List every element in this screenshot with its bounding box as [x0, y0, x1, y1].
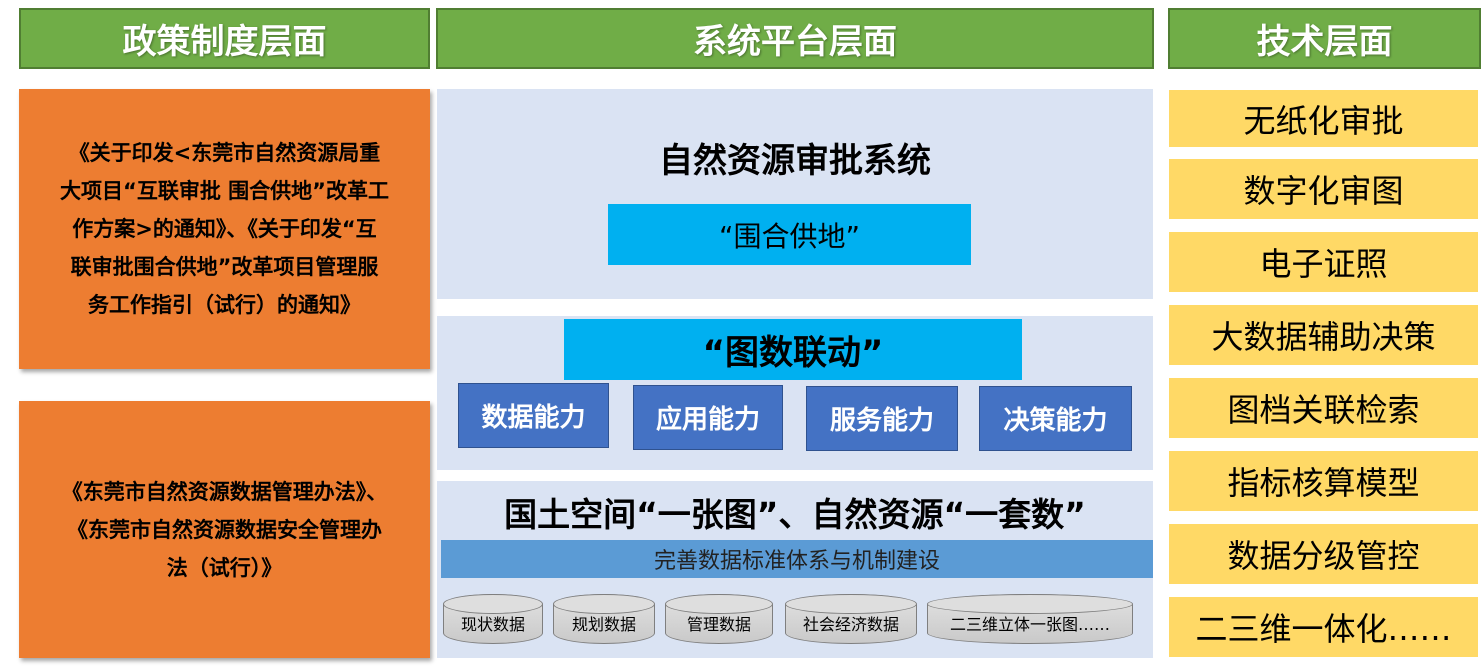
standard-system-bar: 完善数据标准体系与机制建设 — [441, 540, 1153, 578]
database-label: 规划数据 — [571, 615, 636, 634]
database-label: 社会经济数据 — [802, 615, 899, 634]
header-policy: 政策制度层面 — [19, 8, 430, 69]
base-data-title: 国土空间“一张图”、自然资源“一套数” — [504, 495, 1086, 534]
database-management: 管理数据 — [665, 594, 773, 644]
policy-line: 《东莞市自然资源数据管理办法》、 — [61, 479, 388, 504]
approval-system-panel — [437, 89, 1153, 299]
policy-line: 务工作指引（试行）的通知》 — [87, 293, 361, 317]
policy-line: 作方案>的通知》、《关于印发“互 — [72, 217, 377, 241]
policy-line: 《关于印发<东莞市自然资源局重 — [68, 141, 381, 165]
database-planning: 规划数据 — [553, 594, 655, 644]
tech-item: 图档关联检索 — [1169, 378, 1478, 438]
approval-system-title: 自然资源审批系统 — [659, 140, 931, 181]
ability-service: 服务能力 — [806, 386, 958, 451]
tech-item: 数据分级管控 — [1169, 524, 1478, 584]
policy-box-data-management: 《东莞市自然资源数据管理办法》、 《东莞市自然资源数据安全管理办 法（试行）》 — [19, 401, 430, 658]
ability-decision: 决策能力 — [979, 386, 1132, 451]
tech-item: 指标核算模型 — [1169, 451, 1478, 511]
database-label: 二三维立体一张图…… — [949, 615, 1110, 634]
database-current: 现状数据 — [443, 594, 543, 644]
header-tech: 技术层面 — [1168, 8, 1481, 69]
database-socioeconomic: 社会经济数据 — [785, 594, 917, 644]
tech-item: 无纸化审批 — [1169, 90, 1478, 147]
database-2d3d-map: 二三维立体一张图…… — [927, 594, 1133, 644]
tech-item: 电子证照 — [1169, 232, 1478, 292]
ability-application: 应用能力 — [633, 385, 783, 450]
tech-item: 二三维一体化…… — [1169, 597, 1478, 657]
enclosed-land-supply-box: “围合供地” — [608, 204, 971, 265]
tech-item: 数字化审图 — [1169, 159, 1478, 219]
database-label: 现状数据 — [460, 615, 525, 634]
policy-line: 大项目“互联审批 围合供地”改革工 — [60, 179, 389, 203]
ability-data: 数据能力 — [458, 383, 609, 448]
policy-box-reform: 《关于印发<东莞市自然资源局重 大项目“互联审批 围合供地”改革工 作方案>的通… — [19, 89, 430, 369]
tech-item: 大数据辅助决策 — [1169, 305, 1478, 365]
policy-line: 联审批围合供地”改革项目管理服 — [70, 255, 379, 279]
header-platform: 系统平台层面 — [436, 8, 1154, 69]
map-data-linkage-box: “图数联动” — [564, 319, 1022, 380]
policy-line: 法（试行）》 — [166, 555, 283, 580]
policy-line: 《东莞市自然资源数据安全管理办 — [67, 517, 382, 542]
database-label: 管理数据 — [686, 615, 751, 634]
